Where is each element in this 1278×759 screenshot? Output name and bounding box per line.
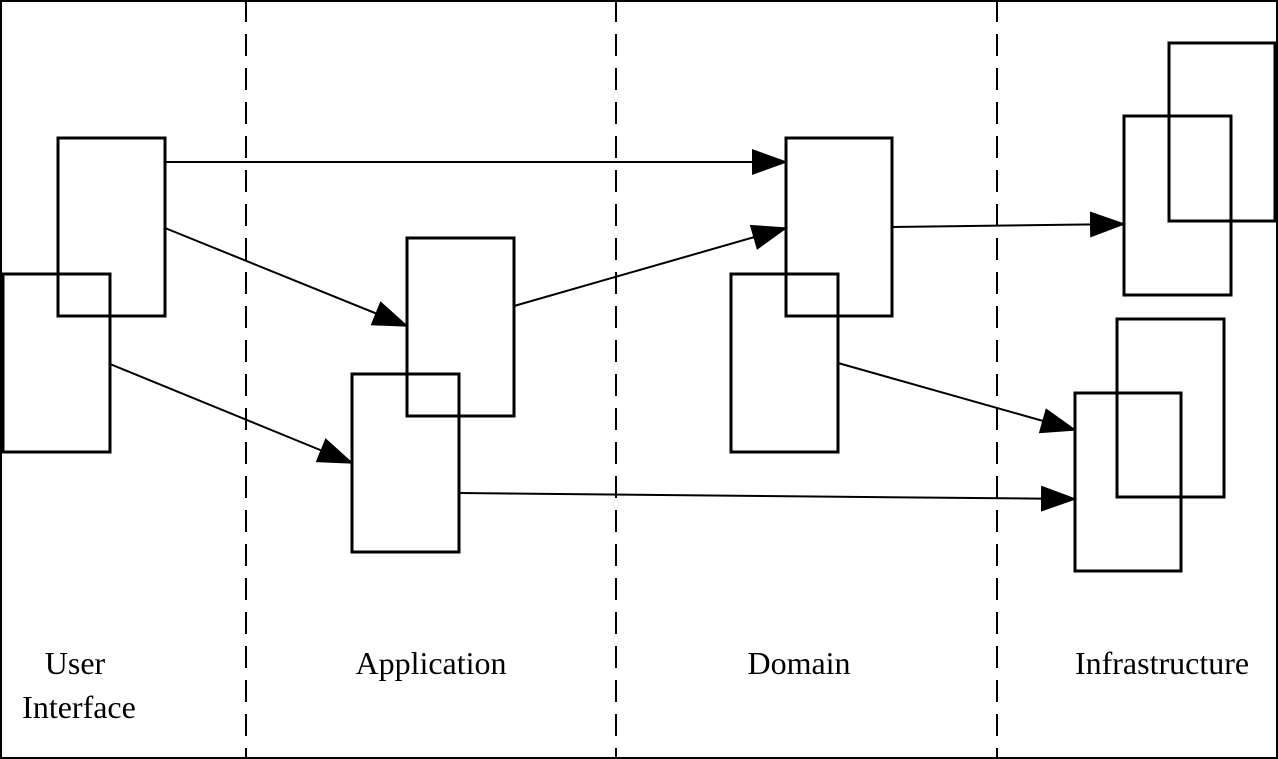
- layer-label-infrastructure: Infrastructure: [1075, 645, 1249, 681]
- arrow-app-to-infra-bottom: [458, 485, 1077, 512]
- layer-dividers: [245, 0, 998, 759]
- ui-component-box-lower: [1, 272, 112, 454]
- dependency-arrows: [109, 149, 1126, 512]
- layer-label-user-interface: User Interface: [22, 645, 136, 725]
- layer-label-user-interface-line-2: Interface: [22, 689, 136, 725]
- arrow-domain-to-infra-bottom: [837, 362, 1077, 434]
- infra-component-box-top-back: [1167, 41, 1277, 223]
- layer-label-domain: Domain: [747, 645, 850, 681]
- arrow-ui-to-app-lower: [109, 363, 354, 464]
- arrow-app-to-domain: [513, 224, 788, 307]
- infra-component-box-bottom-front: [1073, 391, 1183, 573]
- layer-label-user-interface-line-1: User: [45, 645, 106, 681]
- arrow-ui-to-app-upper: [164, 227, 409, 327]
- layer-label-application: Application: [355, 645, 506, 681]
- arrow-domain-to-infra-top: [891, 211, 1126, 238]
- infra-component-box-top-front: [1122, 114, 1233, 297]
- infra-component-box-bottom-back: [1115, 317, 1226, 499]
